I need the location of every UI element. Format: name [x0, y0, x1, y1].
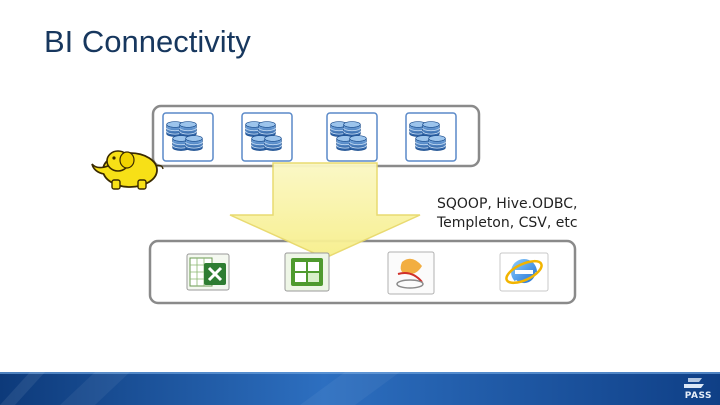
caption-line-2: Templeton, CSV, etc — [437, 215, 578, 231]
internet-explorer-icon — [499, 252, 549, 292]
down-arrow — [229, 162, 421, 259]
connector-caption: SQOOP, Hive.ODBC, Templeton, CSV, etc — [437, 195, 578, 233]
powerpivot-icon — [284, 252, 330, 292]
database-tile-1 — [162, 112, 214, 162]
sql-server-bi-icon — [387, 251, 435, 295]
database-tile-4 — [405, 112, 457, 162]
slide-title: BI Connectivity — [44, 24, 251, 59]
database-tile-2 — [241, 112, 293, 162]
caption-line-1: SQOOP, Hive.ODBC, — [437, 196, 578, 212]
excel-icon — [186, 253, 230, 291]
hadoop-elephant-icon — [91, 150, 164, 190]
database-tile-3 — [326, 112, 378, 162]
footer-band — [0, 372, 720, 405]
pass-logo-icon — [684, 378, 704, 388]
footer-brand-label: PASS — [684, 391, 712, 401]
